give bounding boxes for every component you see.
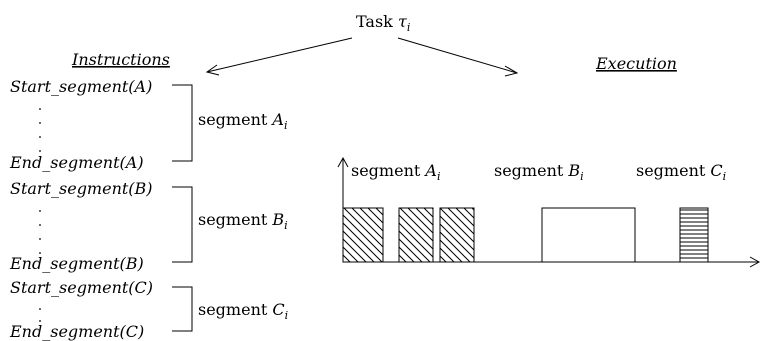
segment-label-a: segment Ai [198, 110, 287, 132]
bracket-b [172, 186, 193, 263]
bracket-c [172, 286, 193, 332]
segment-label-c: segment Ci [198, 300, 288, 322]
instruction-end-b: End_segment(B) [9, 254, 144, 273]
instruction-start-a: Start_segment(A) [10, 77, 152, 96]
instruction-start-b: Start_segment(B) [10, 179, 153, 198]
execution-header: Execution [595, 54, 677, 73]
instruction-start-c: Start_segment(C) [10, 278, 153, 297]
execution-label-c: segment Ci [636, 161, 726, 183]
ellipsis-a [39, 108, 41, 152]
ellipsis-b [39, 210, 41, 254]
execution-block-c [679, 207, 709, 263]
ellipsis-c [39, 308, 41, 322]
segment-label-b: segment Bi [198, 210, 288, 232]
instructions-header: Instructions [71, 50, 170, 69]
execution-label-b: segment Bi [494, 161, 584, 183]
execution-label-a: segment Ai [351, 161, 440, 183]
task-arrow-right [397, 37, 519, 77]
execution-block-a-2 [398, 207, 434, 263]
instruction-end-a: End_segment(A) [9, 153, 144, 172]
task-arrow-left [205, 37, 353, 76]
execution-block-b [541, 207, 636, 263]
execution-block-a-1 [342, 207, 384, 263]
bracket-a [172, 84, 193, 162]
task-label: Task τi [356, 12, 410, 34]
instruction-end-c: End_segment(C) [9, 322, 144, 341]
execution-block-a-3 [439, 207, 475, 263]
